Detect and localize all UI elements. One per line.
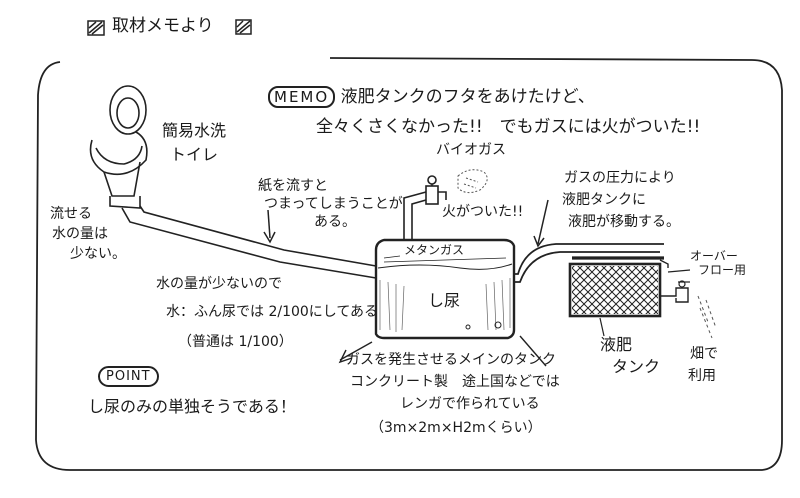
gas-pipe bbox=[404, 176, 446, 240]
memo-line-1: MEMO 液肥タンクのフタをあけたけど、 bbox=[268, 88, 595, 108]
toilet-label-1: 簡易水洗 bbox=[162, 122, 226, 140]
paper-note-2: つまってしまうことが bbox=[264, 196, 403, 212]
fire-label: 火がついた!! bbox=[442, 204, 523, 220]
fermentation-note-2: コンクリート製 途上国などでは bbox=[350, 374, 560, 390]
paper-note-3: ある。 bbox=[314, 214, 356, 230]
left-note-2: 水の量は bbox=[52, 226, 108, 242]
biogas-label: バイオガス bbox=[436, 142, 506, 158]
water-note-2: 水：ふん尿では 2/100にしてある bbox=[166, 304, 378, 320]
fermentation-note-4: （3m×2m×H2mくらい） bbox=[370, 420, 542, 436]
paper-arrow bbox=[268, 210, 270, 238]
overflow-label-2: フロー用 bbox=[698, 264, 746, 278]
tank-label: し尿 bbox=[428, 292, 460, 310]
fermentation-note-1: ガスを発生させるメインのタンク bbox=[346, 352, 556, 368]
memo-line-2: 全々くさくなかった!! でもガスには火がついた!! bbox=[316, 118, 700, 138]
methane-label: メタンガス bbox=[404, 244, 464, 258]
page-title: 取材メモより bbox=[112, 17, 214, 37]
field-label-1: 畑で bbox=[690, 346, 718, 362]
liquid-tank-label-2: タンク bbox=[612, 358, 660, 376]
fermentation-note-3: レンガで作られている bbox=[400, 396, 540, 412]
point-label: POINT bbox=[98, 366, 159, 387]
water-note-3: （普通は 1/100） bbox=[178, 334, 293, 350]
gas-pressure-note-3: 液肥が移動する。 bbox=[568, 214, 680, 230]
point-label-wrap: POINT bbox=[98, 366, 159, 385]
memo-label: MEMO bbox=[268, 86, 335, 108]
liquid-tank-label-1: 液肥 bbox=[600, 336, 632, 354]
left-note-3: 少ない。 bbox=[70, 246, 126, 262]
left-note-1: 流せる bbox=[50, 206, 92, 222]
memo-text-1: 液肥タンクのフタをあけたけど、 bbox=[341, 87, 595, 107]
field-label-2: 利用 bbox=[688, 368, 716, 384]
gas-pressure-note-2: 液肥タンクに bbox=[562, 192, 646, 208]
toilet-label-2: トイレ bbox=[170, 146, 218, 164]
toilet bbox=[91, 86, 147, 208]
overflow-label-1: オーバー bbox=[690, 250, 738, 264]
paper-note-1: 紙を流すと bbox=[258, 178, 328, 194]
liquid-tank bbox=[570, 258, 690, 316]
header-box-left bbox=[88, 21, 104, 35]
header-box-right bbox=[236, 20, 251, 34]
water-note-1: 水の量が少ないので bbox=[156, 276, 282, 292]
gas-pressure-note-1: ガスの圧力により bbox=[564, 170, 676, 186]
gas-flame bbox=[458, 170, 487, 193]
point-text: し尿のみの単独そうである！ bbox=[88, 398, 296, 416]
drip-lines bbox=[698, 296, 716, 338]
